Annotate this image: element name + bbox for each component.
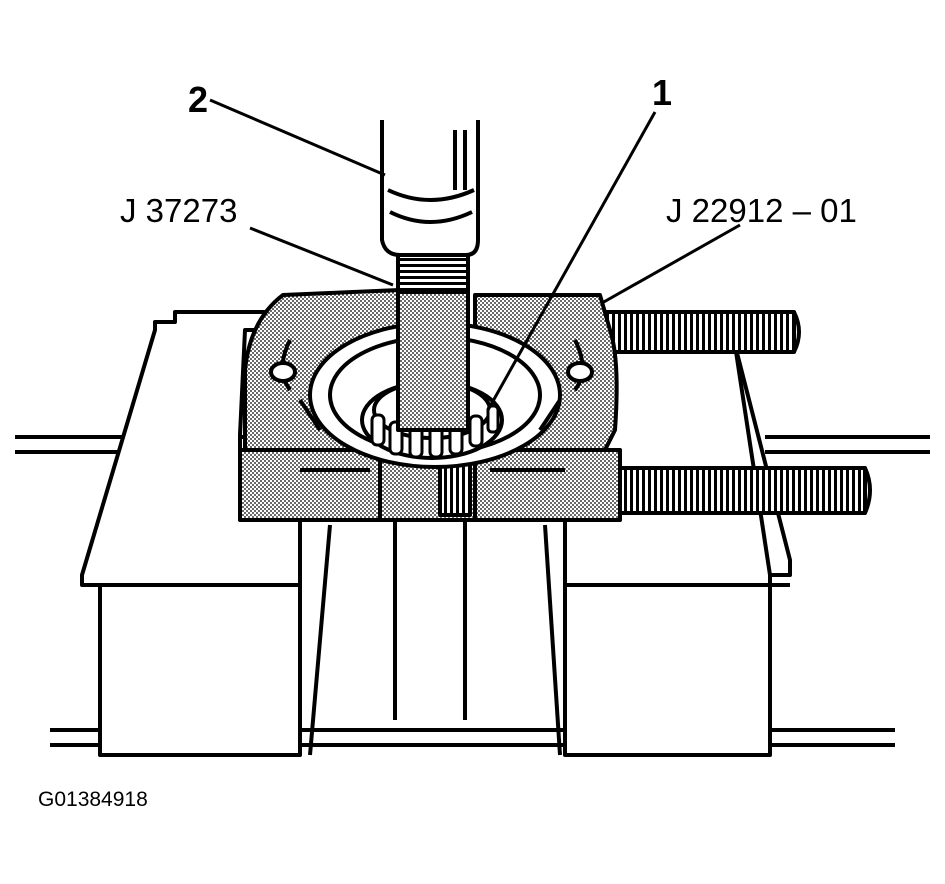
callout-2: 2 (188, 79, 208, 120)
figure-id: G01384918 (38, 788, 148, 811)
press-opening (308, 515, 562, 756)
upper-threaded-rod (596, 310, 801, 354)
press-ram (380, 120, 480, 257)
callout-j22912-01: J 22912 – 01 (666, 192, 857, 229)
callout-1: 1 (652, 72, 672, 113)
callout-j37273: J 37273 (120, 192, 237, 229)
lower-threaded-rod (608, 466, 872, 515)
shaft-tool (396, 278, 470, 432)
leader-lines (209, 98, 741, 411)
